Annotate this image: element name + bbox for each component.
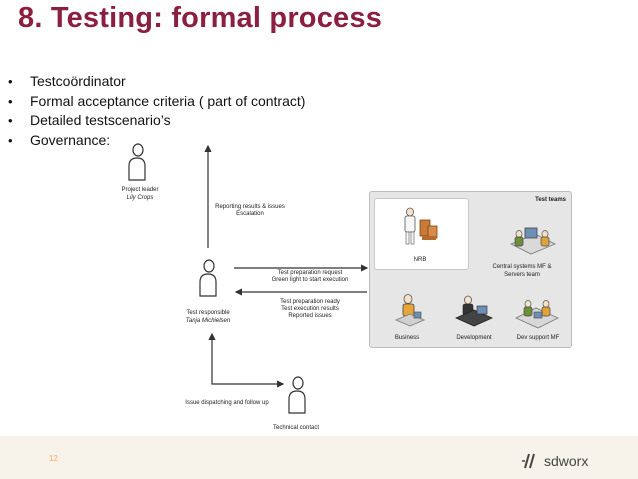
prep-request-label: Test preparation request — [277, 270, 343, 276]
issue-dispatch-arrow — [211, 336, 285, 388]
test-responsible-name: Tanja Michielsen — [185, 318, 231, 324]
slide-footer — [0, 436, 638, 479]
servers-team-label: Servers team — [504, 272, 540, 278]
slide-title: 8. Testing: formal process — [18, 2, 383, 34]
project-leader-name: Lily Crops — [126, 195, 154, 201]
business-label: Business — [394, 335, 420, 341]
escalation-label: Escalation — [236, 211, 264, 217]
bullet-item: • Detailed testscenario’s — [8, 111, 305, 131]
green-light-label: Green light to start execution — [271, 277, 349, 283]
test-responsible-icon — [199, 259, 217, 297]
bullet-text: Governance: — [30, 131, 111, 148]
logo-text: sdworx — [544, 453, 589, 469]
bullet-text: Testcoördinator — [30, 73, 126, 89]
prep-ready-label: Test preparation ready — [280, 299, 340, 305]
bullet-item: • Formal acceptance criteria ( part of co… — [8, 92, 305, 112]
development-team-icon — [455, 295, 493, 327]
reporting-label: Reporting results & issues — [215, 204, 285, 210]
bullet-text: Formal acceptance criteria ( part of con… — [30, 92, 306, 109]
technical-contact-icon — [288, 376, 306, 414]
reported-issues-label: Reported issues — [288, 313, 332, 319]
bullet-text: Detailed testscenario’s — [30, 112, 171, 128]
project-leader-icon — [128, 143, 146, 181]
bullet-icon: • — [8, 132, 13, 148]
bullet-icon: • — [8, 74, 13, 89]
technical-contact-role: Technical contact — [272, 425, 320, 431]
page-number: 12 — [49, 454, 58, 463]
dev-support-team-icon — [515, 300, 559, 329]
nrb-label: NRB — [413, 257, 427, 263]
bullet-item: • Governance: — [8, 131, 305, 151]
sdworx-logo: sdworx — [521, 450, 588, 472]
bullet-icon: • — [8, 113, 13, 128]
bullet-list: • Testcoördinator • Formal acceptance crit… — [8, 72, 305, 150]
development-label: Development — [456, 335, 492, 341]
test-responsible-role: Test responsible — [186, 310, 230, 316]
bullet-item: • Testcoördinator — [8, 72, 305, 92]
central-systems-label: Central systems MF & — [492, 264, 552, 270]
issue-dispatch-label: Issue dispatching and follow up — [185, 400, 269, 406]
test-teams-title: Test teams — [535, 197, 566, 203]
bullet-icon: • — [8, 93, 13, 109]
project-leader-role: Project leader — [121, 187, 159, 193]
central-systems-icon — [510, 227, 556, 255]
execution-results-label: Test execution results — [281, 306, 339, 312]
business-team-icon — [394, 294, 426, 327]
nrb-team-icon — [404, 207, 438, 245]
sdworx-logo-icon — [522, 453, 535, 469]
dev-support-label: Dev support MF — [516, 335, 560, 341]
